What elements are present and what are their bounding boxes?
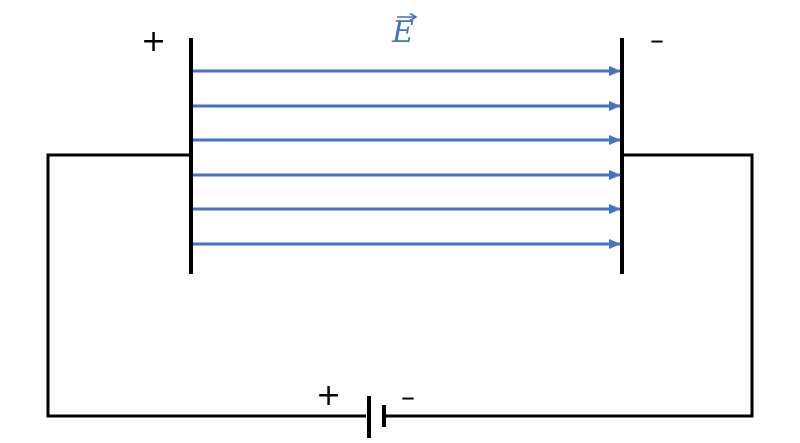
wire-left: [46, 153, 366, 418]
battery-positive-sign: +: [316, 378, 342, 413]
battery-negative-sign: –: [401, 380, 415, 413]
electric-field-lines: [193, 66, 621, 249]
positive-plate-sign: +: [141, 24, 167, 59]
circuit-wires: [46, 153, 754, 418]
electric-field-symbol: E: [392, 15, 414, 50]
vector-arrow-icon: [397, 12, 418, 22]
electric-field-label: E: [390, 10, 424, 50]
negative-plate-sign: –: [650, 23, 664, 56]
wire-right: [384, 153, 754, 418]
